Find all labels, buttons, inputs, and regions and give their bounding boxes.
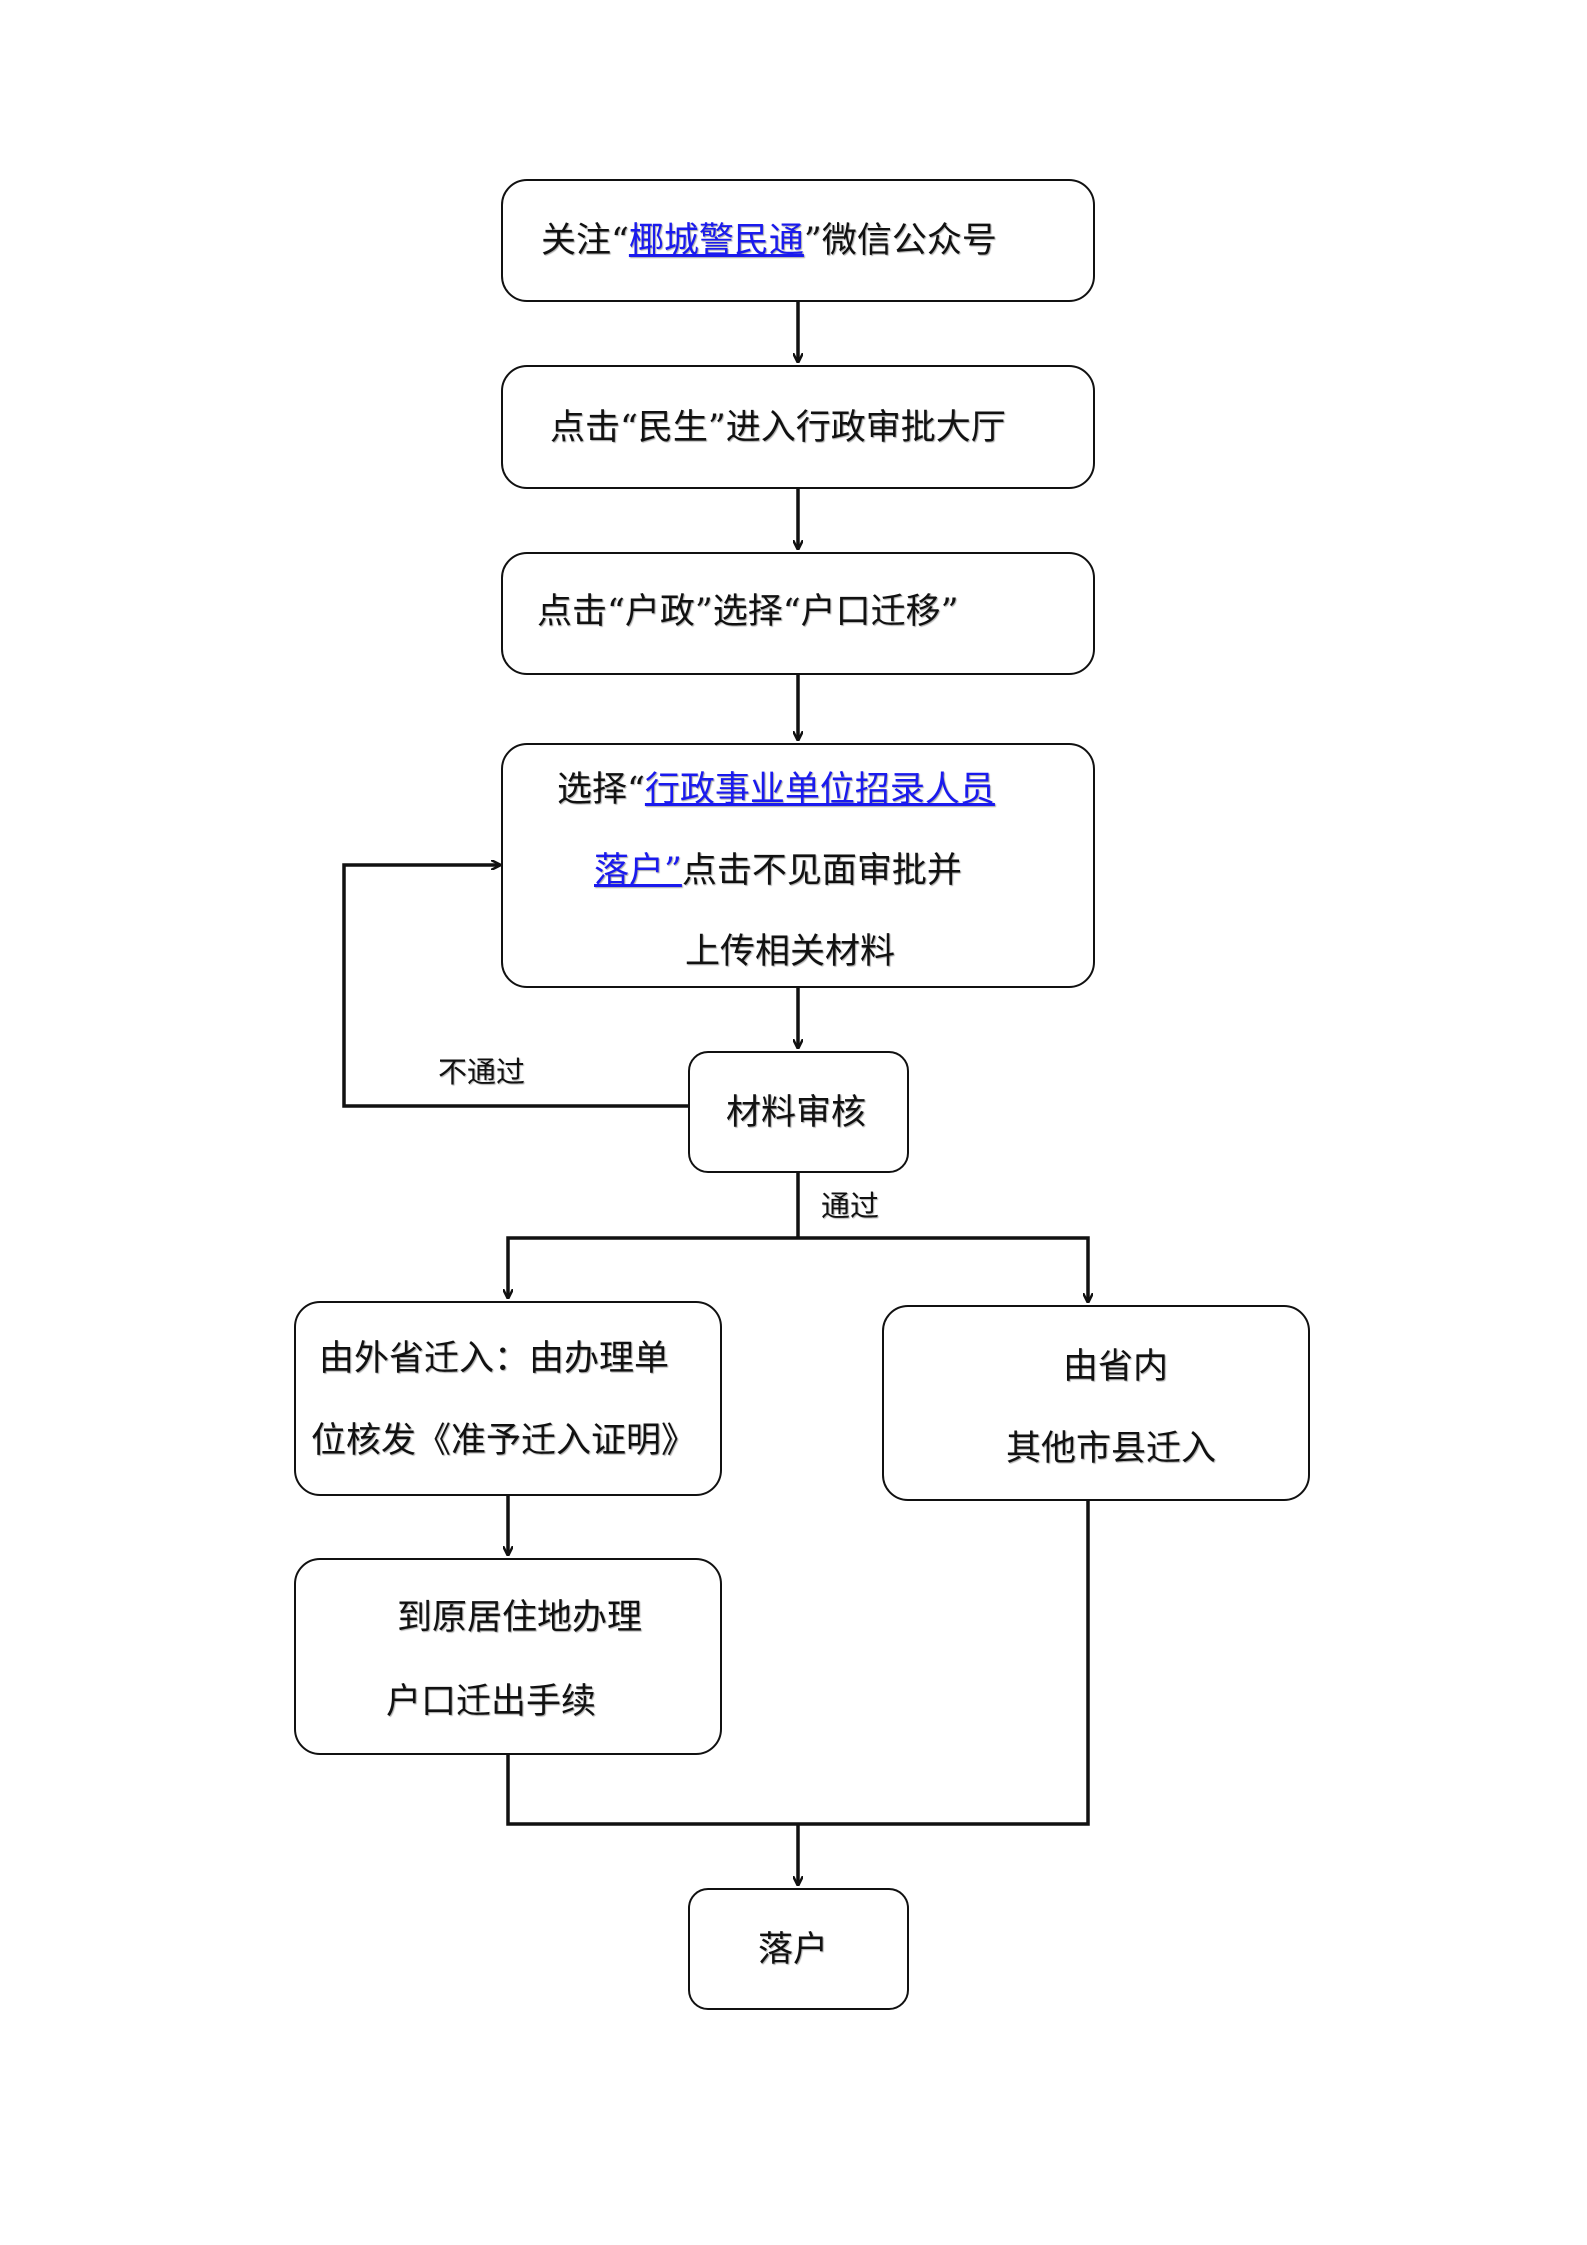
select-service-instruction: 点击不见面审批并 xyxy=(681,851,962,891)
select-service-node: 选择“行政事业单位招录人员 落户”点击不见面审批并 上传相关材料 xyxy=(501,743,1095,988)
wechat-account-link[interactable]: 椰城警民通 xyxy=(628,221,804,261)
follow-account-prefix: 关注“ xyxy=(541,221,629,261)
move-out-line2: 户口迁出手续 xyxy=(386,1682,597,1722)
settle-node: 落户 xyxy=(688,1888,909,2010)
select-household-text: 点击“户政”选择“户口迁移” xyxy=(537,592,959,632)
from-within-province-node: 由省内 其他市县迁入 xyxy=(882,1305,1310,1501)
arrow-pass-to-other-province xyxy=(508,1236,798,1298)
select-service-line1: 选择“行政事业单位招录人员 xyxy=(557,770,995,810)
service-item-link-line1[interactable]: 行政事业单位招录人员 xyxy=(644,770,995,810)
arrow-review-fail-loop xyxy=(342,865,688,1108)
select-service-prefix: 选择“ xyxy=(557,770,645,810)
select-service-line2: 落户”点击不见面审批并 xyxy=(594,851,962,891)
select-service-line3: 上传相关材料 xyxy=(685,932,896,972)
settle-text: 落户 xyxy=(758,1930,829,1970)
from-within-province-line1: 由省内 xyxy=(1063,1347,1169,1387)
click-minsheng-node: 点击“民生”进入行政审批大厅 xyxy=(501,365,1095,489)
from-other-province-line1: 由外省迁入：由办理单 xyxy=(319,1339,670,1379)
from-within-province-line2: 其他市县迁入 xyxy=(1006,1429,1217,1469)
click-minsheng-text: 点击“民生”进入行政审批大厅 xyxy=(550,408,1006,448)
from-other-province-node: 由外省迁入：由办理单 位核发《准予迁入证明》 xyxy=(294,1301,722,1496)
from-other-province-line2: 位核发《准予迁入证明》 xyxy=(311,1421,697,1461)
follow-account-suffix: ”微信公众号 xyxy=(803,221,997,261)
merge-move-out-to-settle xyxy=(506,1753,798,1826)
follow-account-node: 关注“椰城警民通”微信公众号 xyxy=(501,179,1095,302)
move-out-line1: 到原居住地办理 xyxy=(397,1598,643,1638)
pass-label: 通过 xyxy=(821,1189,880,1223)
merge-within-province-to-settle xyxy=(798,1499,1090,1826)
material-review-text: 材料审核 xyxy=(726,1093,867,1133)
move-out-procedure-node: 到原居住地办理 户口迁出手续 xyxy=(294,1558,722,1755)
select-household-node: 点击“户政”选择“户口迁移” xyxy=(501,552,1095,675)
service-item-link-line2[interactable]: 落户” xyxy=(594,851,682,891)
material-review-node: 材料审核 xyxy=(688,1051,909,1173)
follow-account-text: 关注“椰城警民通”微信公众号 xyxy=(541,221,997,261)
arrow-pass-to-within-province xyxy=(798,1236,1088,1302)
fail-label: 不通过 xyxy=(438,1055,526,1089)
